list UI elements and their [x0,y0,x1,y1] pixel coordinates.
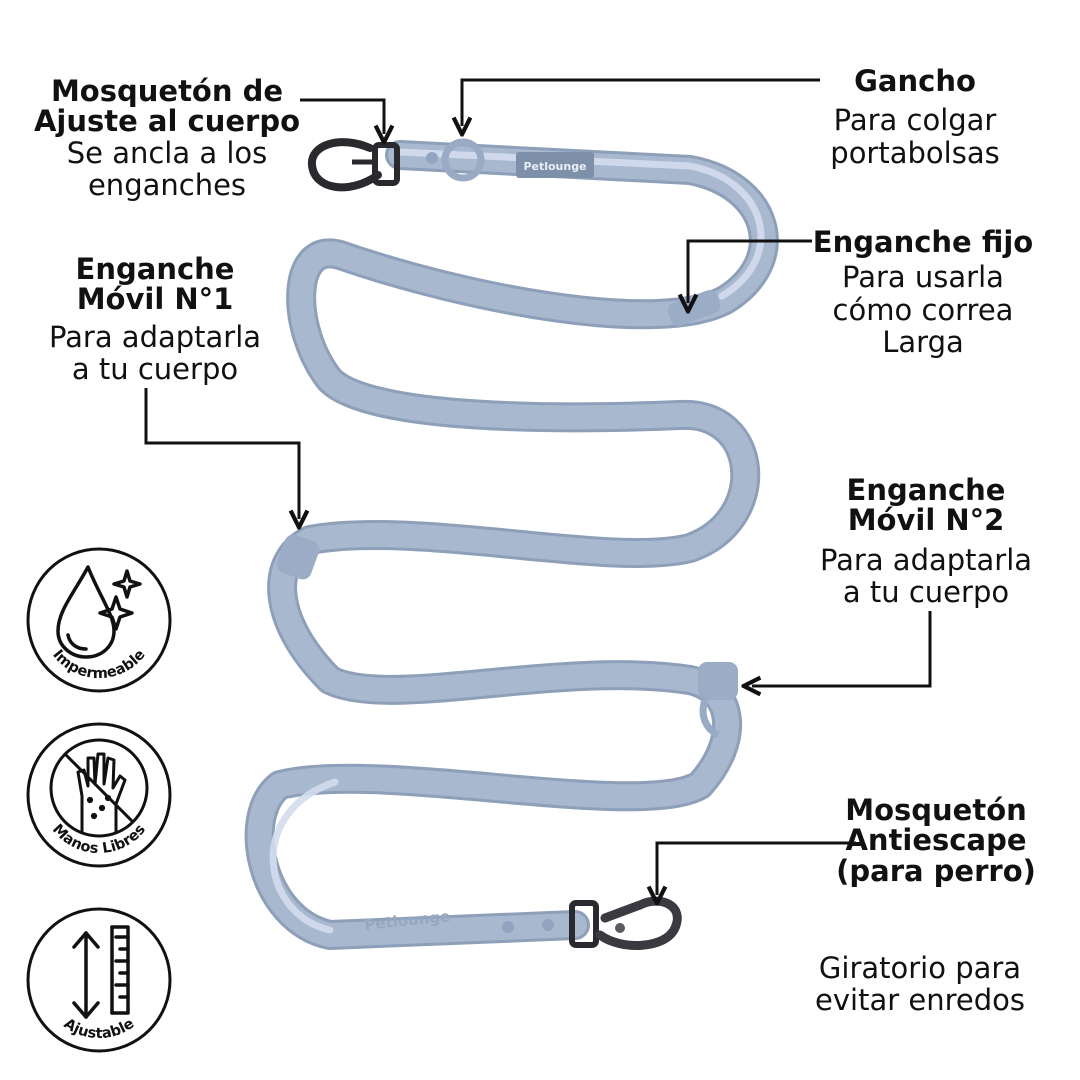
connector-lines [144,78,932,895]
rivet [426,152,438,164]
badge-impermeable: Impermeable [26,547,172,693]
connector-enganche-movil-2 [752,611,932,686]
callout-title: Móvil N°2 [847,503,1005,538]
callout-desc: portabolsas [830,135,1000,170]
badge-manos-libres: Manos Libres [26,722,172,868]
connector-mosqueton-ajuste [300,98,384,134]
callout-antiescape-desc: Giratorio para evitar enredos [800,952,1040,1017]
callout-desc: Para adaptarla [819,542,1033,577]
callout-enganche-movil-1: Enganche Móvil N°1 Para adaptarla a tu c… [30,254,280,386]
callout-desc: a tu cuerpo [842,575,1010,610]
leash-strap [244,140,779,950]
callout-desc: cómo correa [832,292,1014,327]
connector-mosqueton-antiescape [657,841,856,895]
connector-enganche-fijo [688,239,812,303]
callout-title: Enganche [846,473,1006,507]
adjust-ruler-icon [72,925,130,1019]
brand-tag-text: Petlounge [523,160,586,173]
top-carabiner [308,138,400,192]
callout-enganche-fijo: Enganche fijo Para usarla cómo correa La… [810,227,1036,359]
callout-mosqueton-ajuste: Mosquetón de Ajuste al cuerpo Se ancla a… [22,76,312,202]
callout-desc: enganches [87,168,247,203]
callout-title: Antiescape [845,823,1027,858]
callout-gancho: Gancho Para colgar portabolsas [800,64,1030,170]
callout-title: Mosquetón de [50,74,284,108]
rivet [542,919,554,931]
callout-desc: Se ancla a los [66,135,268,170]
callout-desc: Giratorio para [818,951,1022,985]
enganche-movil-1-keeper [276,534,320,580]
connector-enganche-movil-1 [144,388,299,519]
callout-enganche-movil-2: Enganche Móvil N°2 Para adaptarla a tu c… [800,475,1052,609]
callout-title: Gancho [854,64,976,98]
callout-desc: Para colgar [833,103,997,138]
badge-ajustable: Ajustable [26,907,172,1053]
callout-desc: evitar enredos [815,983,1025,1018]
callout-title: (para perro) [836,853,1036,888]
callout-title: Móvil N°1 [76,282,234,317]
connector-gancho [462,78,820,126]
brand-tag: Petlounge [516,152,594,178]
callout-desc: Larga [882,325,964,360]
no-hand-icon [49,738,149,838]
water-drop-icon [56,565,142,659]
callout-desc: Para usarla [842,260,1004,295]
callout-title: Enganche [75,252,235,286]
callout-desc: Para adaptarla [48,319,262,354]
d-ring-gancho [441,138,485,182]
callout-desc: a tu cuerpo [71,352,239,387]
callout-title: Enganche fijo [812,225,1034,259]
callout-title: Mosquetón [845,793,1027,827]
rivet [502,921,514,933]
enganche-movil-2-keeper [698,662,738,700]
callout-mosqueton-antiescape: Mosquetón Antiescape (para perro) [830,793,1042,888]
callout-title: Ajuste al cuerpo [33,104,300,139]
